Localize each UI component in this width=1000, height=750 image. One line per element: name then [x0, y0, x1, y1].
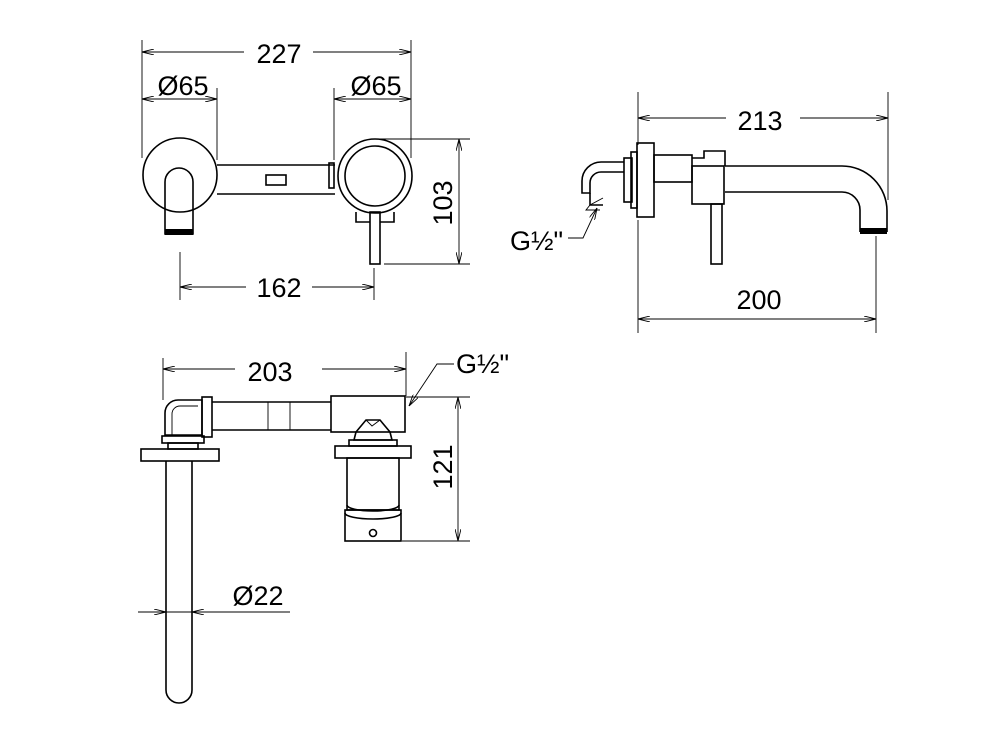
side-thread-label: G½" [510, 226, 563, 256]
side-view: 213 200 G½" [510, 92, 889, 333]
dim-right-diameter: Ø65 [350, 71, 401, 101]
plan-view: 203 G½" 121 Ø22 [138, 349, 509, 704]
side-lever [710, 203, 723, 265]
dim-spout-diameter: Ø22 [232, 581, 283, 611]
plan-spout [165, 461, 193, 704]
spout-front [164, 167, 194, 235]
plan-wall-plate [140, 448, 220, 462]
dim-length: 203 [247, 357, 292, 387]
dim-height: 103 [428, 180, 458, 225]
right-rosette [337, 138, 413, 214]
dim-plan-height: 121 [428, 444, 458, 489]
spout-side [725, 165, 888, 232]
left-rosette [142, 137, 218, 213]
dim-overall-width: 227 [256, 39, 301, 69]
dim-depth: 213 [737, 106, 782, 136]
dim-left-diameter: Ø65 [157, 71, 208, 101]
dim-spout-reach: 200 [736, 285, 781, 315]
plan-thread-label: G½" [456, 349, 509, 379]
dim-spacing: 162 [256, 273, 301, 303]
plan-mixer-body [330, 395, 406, 433]
wall-plate [636, 142, 655, 218]
lever-handle [369, 211, 381, 265]
front-view: 227 Ø65 Ø65 103 162 [141, 39, 470, 303]
